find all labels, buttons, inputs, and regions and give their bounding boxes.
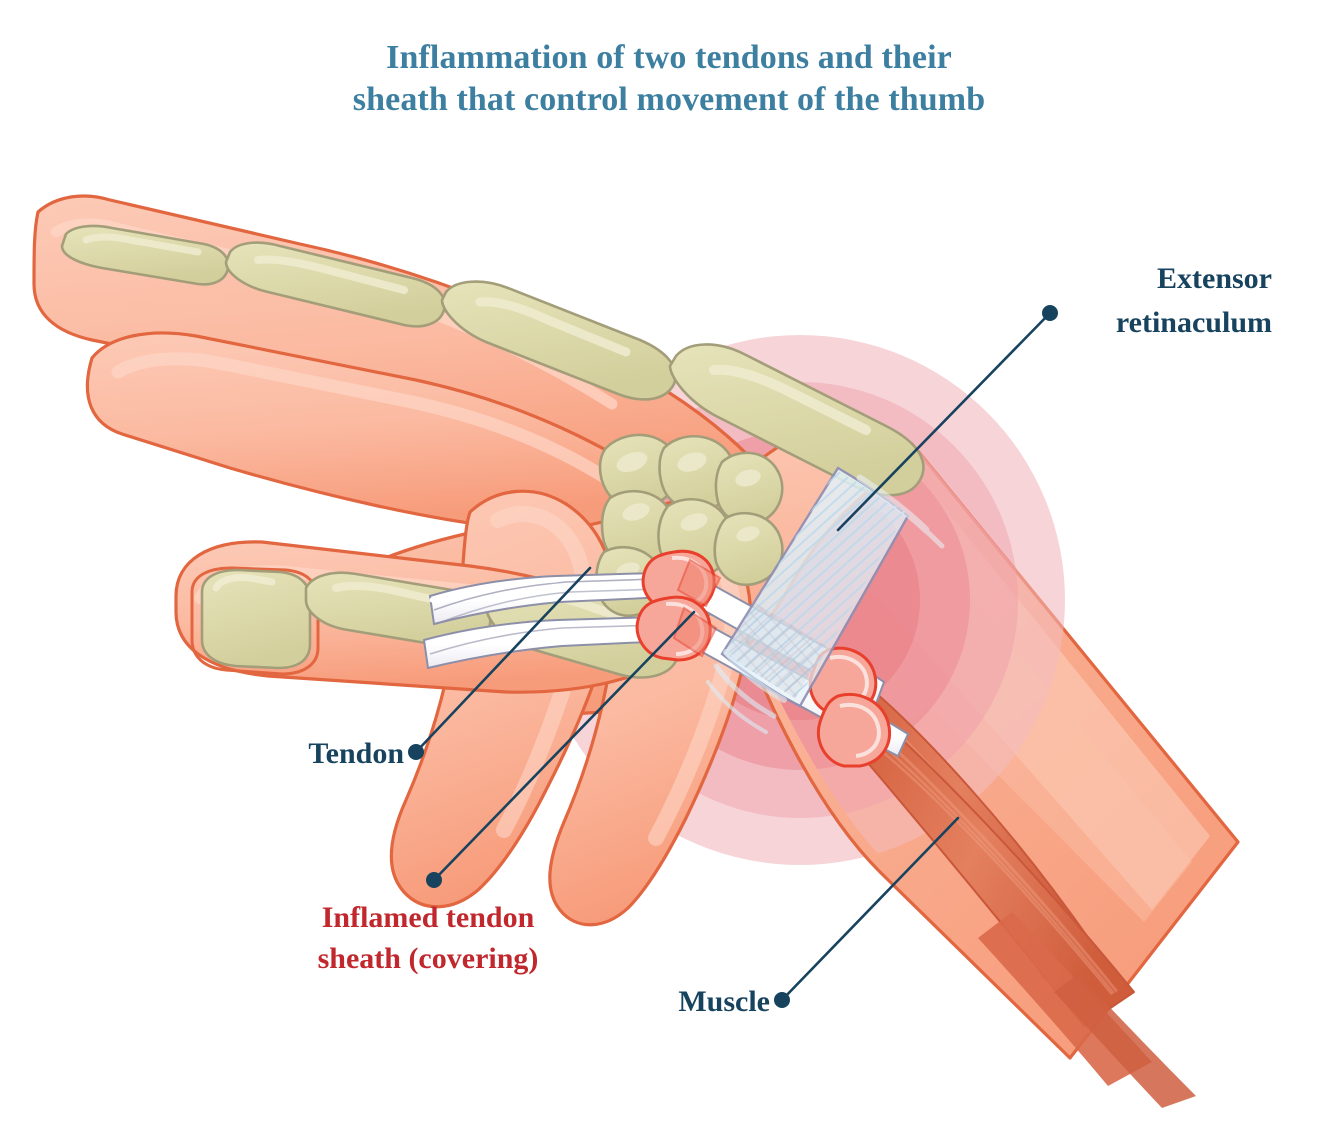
title-line-1: Inflammation of two tendons and their: [386, 39, 952, 76]
label-muscle: Muscle: [678, 985, 770, 1018]
index-finger-bones: [60, 224, 925, 497]
label-tendon-text: Tendon: [308, 737, 404, 770]
label-inflamed-sheath-line-1: Inflamed tendon: [322, 901, 535, 934]
label-inflamed-sheath-line-2: sheath (covering): [318, 942, 539, 975]
label-extensor-retinaculum: Extensor retinaculum: [1116, 262, 1272, 339]
leader-dot-muscle: [774, 992, 790, 1008]
forearm-muscles: [845, 677, 1196, 1108]
leader-dot-tendon: [408, 744, 424, 760]
skeleton: [60, 224, 925, 679]
label-inflamed-tendon-sheath: Inflamed tendon sheath (covering): [318, 901, 539, 975]
page-title: Inflammation of two tendons and their sh…: [353, 39, 985, 118]
title-line-2: sheath that control movement of the thum…: [353, 81, 985, 118]
leader-dot-extensor-retinaculum: [1042, 305, 1058, 321]
leader-lines: [408, 305, 1058, 1008]
leader-dot-inflamed-sheath: [426, 872, 442, 888]
leader-extensor-retinaculum: [836, 311, 1052, 532]
leader-inflamed-sheath: [432, 610, 696, 882]
leader-muscle: [780, 816, 960, 1002]
label-tendon: Tendon: [308, 737, 404, 770]
label-extensor-retinaculum-line-1: Extensor: [1157, 262, 1272, 295]
label-muscle-text: Muscle: [678, 985, 770, 1018]
label-extensor-retinaculum-line-2: retinaculum: [1116, 306, 1272, 339]
leader-tendon: [414, 566, 592, 754]
